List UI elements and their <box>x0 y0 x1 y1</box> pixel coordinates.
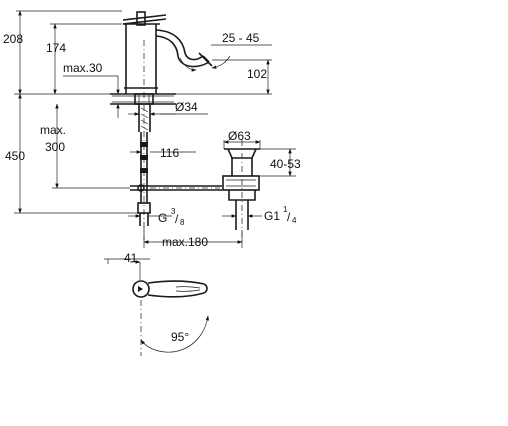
dim-label-41: 41 <box>124 251 138 265</box>
dim-label-angle: 25 - 45 <box>222 31 260 45</box>
dim-label-300: 300 <box>45 140 65 154</box>
dim-label-174: 174 <box>46 41 66 55</box>
thread-supply-g: G <box>158 211 167 225</box>
plan-view: 41 95° <box>104 251 210 356</box>
dim-thread-waste: G1 1 / 4 <box>222 205 297 225</box>
dim-waste-range: 40-53 <box>260 148 301 177</box>
dim-drain-diameter: Ø63 <box>223 129 261 149</box>
countertop <box>110 93 176 132</box>
dim-label-max30: max.30 <box>63 61 103 75</box>
dim-below-deck: 450 <box>5 93 138 214</box>
dim-label-450: 450 <box>5 149 25 163</box>
thread-waste-num: 1 <box>283 205 288 214</box>
dim-max-reach: max.180 <box>143 226 243 249</box>
thread-waste-g1: G1 <box>264 209 280 223</box>
dim-hole-diameter: Ø34 <box>128 100 208 116</box>
dim-label-max180: max.180 <box>162 235 208 249</box>
drain-waste <box>222 140 260 242</box>
dim-label-40-53: 40-53 <box>270 157 301 171</box>
thread-supply-den: 8 <box>180 218 185 227</box>
dim-total-height: 208 <box>3 10 122 95</box>
dim-rod-116: 116 <box>130 146 196 160</box>
dim-outlet-height: 102 <box>212 59 272 95</box>
dim-label-max: max. <box>40 123 66 137</box>
dim-label-34: Ø34 <box>175 100 198 114</box>
svg-text:/: / <box>175 212 179 226</box>
dim-spout-height: 174 <box>46 23 122 95</box>
svg-text:/: / <box>287 210 291 224</box>
faucet-body <box>122 11 213 94</box>
thread-waste-den: 4 <box>292 216 297 225</box>
dim-label-208: 208 <box>3 32 23 46</box>
dim-thread-supply: G 3 / 8 <box>128 207 185 227</box>
dim-label-102: 102 <box>247 67 267 81</box>
dim-label-95deg: 95° <box>171 330 189 344</box>
dim-label-116: 116 <box>160 146 179 160</box>
dim-max-deck: max.30 <box>63 61 120 118</box>
dim-spout-angle: 25 - 45 <box>179 31 272 72</box>
thread-supply-num: 3 <box>171 207 176 216</box>
pop-up-rod <box>130 184 222 192</box>
dim-label-63: Ø63 <box>228 129 251 143</box>
supply-hose <box>137 40 151 240</box>
dim-max-300: max. 300 <box>40 103 130 189</box>
